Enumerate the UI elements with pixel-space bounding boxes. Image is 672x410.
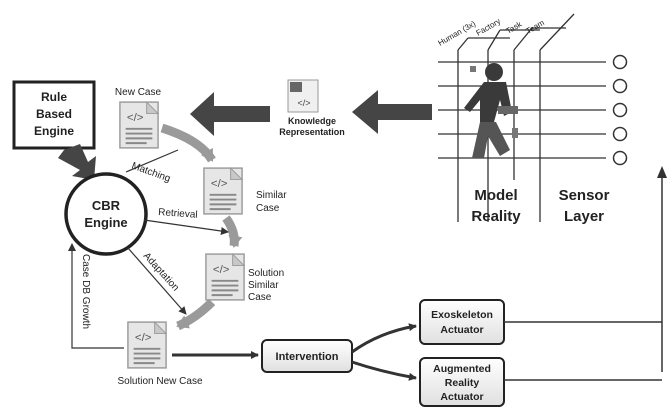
case-db-growth-arrow — [68, 243, 124, 349]
rule-engine-line2: Based — [36, 107, 72, 121]
sensor-grid — [438, 13, 606, 222]
solution-new-case-label: Solution New Case — [117, 376, 202, 387]
sensor-nodes — [612, 54, 628, 166]
sensor-layer-line2: Layer — [564, 208, 604, 225]
solution-similar-line2: Similar — [248, 280, 279, 291]
similar-case-line2: Case — [256, 203, 280, 214]
svg-text:</>: </> — [297, 98, 310, 108]
exoskeleton-line2: Actuator — [440, 324, 483, 336]
model-to-knowledge-arrow — [352, 90, 432, 134]
retrieval-label: Retrieval — [158, 207, 198, 221]
exoskeleton-line1: Exoskeleton — [431, 309, 493, 321]
sensor-layer-line1: Sensor — [559, 187, 610, 204]
new-case-label: New Case — [115, 87, 162, 98]
matching-label: Matching — [130, 160, 172, 184]
rule-engine-line1: Rule — [41, 90, 67, 104]
adaptation-label: Adaptation — [141, 251, 181, 294]
similar-to-solution-flow — [222, 215, 243, 248]
solution-similar-case-document-icon — [204, 253, 246, 301]
cbr-engine-line2: Engine — [84, 215, 127, 230]
knowledge-to-newcase-arrow — [190, 92, 270, 136]
augmented-reality-actuator-box: Augmented Reality Actuator — [419, 357, 505, 407]
matching-line — [125, 149, 179, 173]
newcase-to-similar-flow — [160, 123, 216, 163]
solution-similar-line1: Solution — [248, 268, 284, 279]
grid-header-human: Human (3x) — [437, 19, 478, 48]
retrieval-arrow — [143, 219, 229, 235]
cbr-engine-node: CBR Engine — [64, 172, 148, 256]
model-reality-line1: Model — [474, 187, 517, 204]
solution-similar-line3: Case — [248, 292, 272, 303]
feedback-arrowhead — [657, 166, 667, 178]
adaptation-arrow — [127, 247, 187, 315]
cbr-engine-line1: CBR — [92, 198, 121, 213]
augmented-line3: Actuator — [440, 391, 483, 403]
to-augmented-arrow — [351, 360, 417, 381]
solution-to-newsolution-flow — [176, 298, 216, 331]
augmented-line2: Reality — [445, 377, 480, 389]
similar-case-document-icon — [202, 167, 244, 215]
rule-engine-box: Rule Based Engine — [12, 80, 96, 150]
rule-engine-line3: Engine — [34, 124, 74, 138]
to-exoskeleton-arrow — [351, 323, 417, 354]
kneeling-worker-figure — [464, 63, 518, 158]
new-case-document-icon — [118, 101, 160, 149]
case-db-growth-label: Case DB Growth — [80, 254, 91, 329]
rule-to-cbr-arrow — [58, 144, 96, 180]
intervention-box: Intervention — [261, 339, 353, 373]
solution-new-case-document-icon — [126, 321, 168, 369]
knowledge-line1: Knowledge — [288, 116, 336, 126]
intervention-label: Intervention — [276, 351, 339, 363]
knowledge-line2: Representation — [279, 127, 345, 137]
model-reality-line2: Reality — [471, 208, 521, 225]
augmented-line1: Augmented — [433, 363, 491, 375]
knowledge-representation-icon: </> — [287, 79, 319, 113]
similar-case-line1: Similar — [256, 190, 287, 201]
grid-header-task: Task — [505, 19, 525, 36]
grid-header-team: Team — [525, 18, 547, 36]
exoskeleton-actuator-box: Exoskeleton Actuator — [419, 299, 505, 345]
grid-headers: Human (3x) Factory Task Team — [437, 17, 547, 48]
